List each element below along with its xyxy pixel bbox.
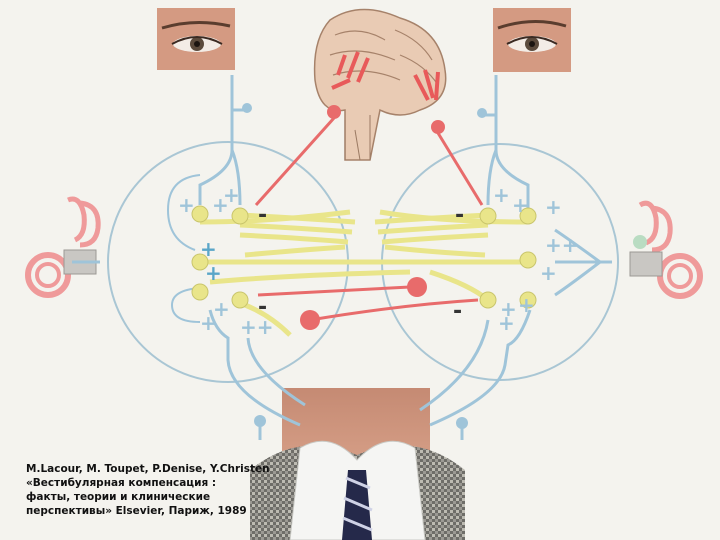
- sign-minus: -: [258, 203, 267, 228]
- left-eye-photo: [157, 8, 235, 70]
- citation-publisher: перспективы» Elsevier, Париж, 1989: [26, 504, 306, 518]
- sign-minus: -: [453, 299, 462, 324]
- sign-plus: +: [512, 193, 529, 217]
- sign-plus: +: [545, 195, 562, 219]
- sign-plus: +: [178, 193, 195, 217]
- citation-title-line2: факты, теории и клинические: [26, 490, 306, 504]
- cerebellum-illustration: [315, 9, 446, 160]
- sign-double-plus: ++: [545, 233, 579, 257]
- right-eye-photo: [493, 8, 571, 72]
- sign-plus: +: [205, 261, 222, 285]
- citation-caption: M.Lacour, M. Toupet, P.Denise, Y.Christe…: [26, 462, 306, 518]
- sign-plus: +: [540, 261, 557, 285]
- right-inner-ear: [630, 203, 700, 296]
- sign-double-plus: ++: [240, 315, 274, 339]
- sign-plus: +: [518, 293, 535, 317]
- citation-authors: M.Lacour, M. Toupet, P.Denise, Y.Christe…: [26, 462, 306, 476]
- sign-minus: -: [455, 203, 464, 228]
- sign-plus: +: [212, 193, 229, 217]
- left-inner-ear: [28, 199, 98, 295]
- right-scarpa-ganglion: [633, 235, 647, 249]
- sign-plus: +: [200, 237, 217, 261]
- sign-plus: +: [498, 311, 515, 335]
- sign-plus: +: [493, 183, 510, 207]
- inhibitory-neurons: [300, 277, 427, 330]
- sign-plus: +: [200, 311, 217, 335]
- citation-title-line1: «Вестибулярная компенсация :: [26, 476, 306, 490]
